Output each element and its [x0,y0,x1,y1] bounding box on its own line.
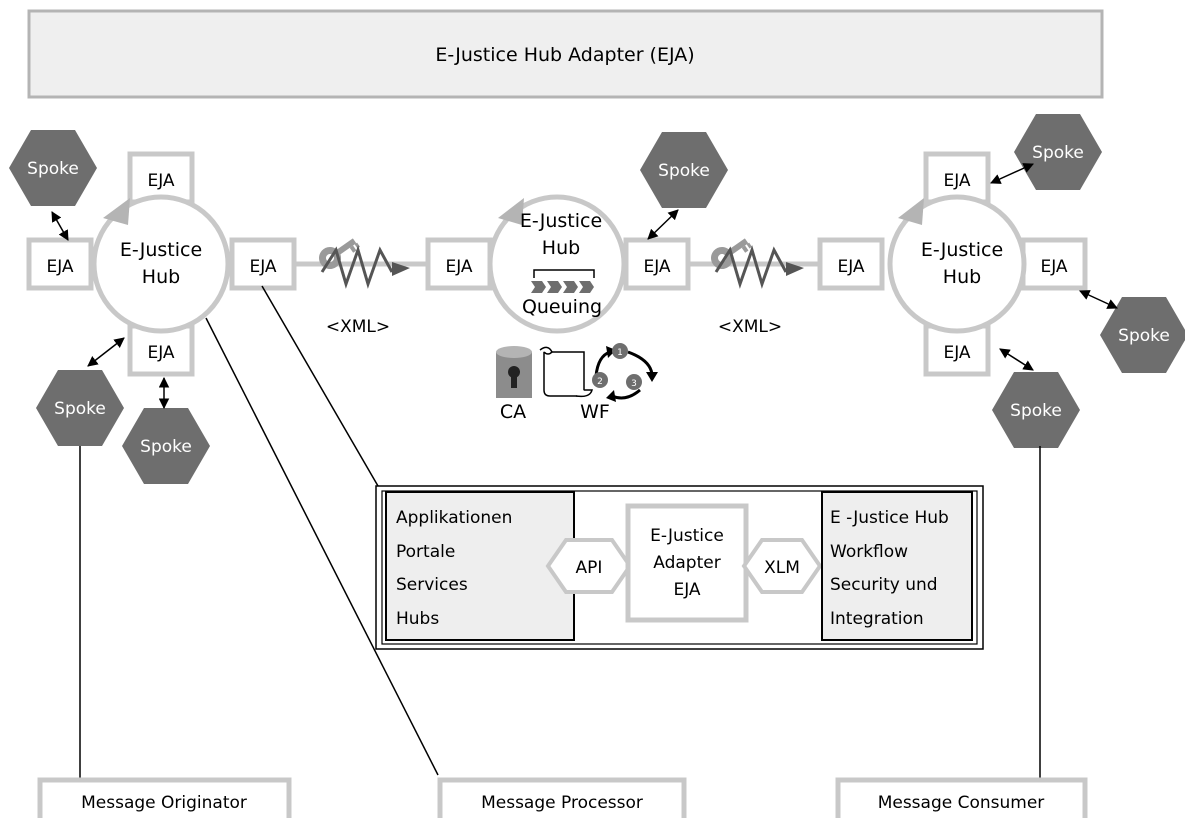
eja-port-right-left [817,237,885,291]
wf-label: WF [580,401,610,423]
spoke-left-top: Spoke [9,130,97,206]
detail-left-line: Portale [396,542,455,562]
spoke-label: Spoke [658,161,710,181]
detail-left-box [385,491,575,641]
rotation-arrow-icon [103,198,130,225]
spoke-right-bottom: Spoke [992,372,1080,448]
spoke-label: Spoke [1032,143,1084,163]
spoke-center-top: Spoke [640,132,728,208]
eja-label: EJA [643,257,670,277]
hub-circle [487,194,627,334]
role-label: Message Originator [81,793,247,813]
detail-right-box [821,491,973,641]
detail-left-line: Services [396,575,468,595]
scroll-icon [539,346,593,398]
detail-panel: Applikationen Portale Services Hubs API … [375,485,984,650]
spoke-label: Spoke [1118,326,1170,346]
workflow-step: 3 [631,379,637,389]
eja-label: EJA [249,257,276,277]
hub-circle [887,194,1027,334]
hub-right: EJA EJA EJA EJA E-Justice Hub [817,151,1088,377]
rotation-arrow-icon [498,198,524,225]
eja-label: EJA [1040,257,1067,277]
hub-label-line1: E-Justice [520,210,602,232]
spoke-arrows [51,163,1118,410]
spoke-left-lower: Spoke [122,408,210,484]
detail-right-line: Integration [830,609,924,629]
hub-center: EJA EJA E-Justice Hub Queuing [425,194,691,334]
hub-label-line2: Hub [943,266,981,288]
eja-label: EJA [147,171,174,191]
spoke-left-bottom: Spoke [36,370,124,446]
role-label: Message Consumer [878,793,1045,813]
role-consumer: Message Consumer [835,777,1088,818]
eja-port-left-bottom [127,323,195,377]
eja-label: EJA [837,257,864,277]
hub-left: EJA EJA EJA EJA E-Justice Hub [26,151,297,377]
banner-title: E-Justice Hub Adapter (EJA) [435,44,694,66]
hub-label-line2: Hub [542,237,580,259]
eja-label: EJA [943,171,970,191]
reference-lines [79,285,1041,780]
spoke-right-top: Spoke [1014,114,1102,190]
role-processor: Message Processor [437,777,687,818]
spoke-label: Spoke [140,437,192,457]
hub-circle [91,194,231,334]
spoke-right-side: Spoke [1100,297,1185,373]
api-label: API [576,558,603,578]
signal-key-icon-right [706,231,804,289]
detail-center-line: E-Justice [650,526,724,546]
hub-label-line1: E-Justice [921,239,1003,261]
eja-label: EJA [46,257,73,277]
xml-label-right: <XML> [718,317,782,337]
detail-center-line: EJA [673,580,700,600]
spoke-label: Spoke [1010,401,1062,421]
xlm-label: XLM [764,558,800,578]
detail-left-line: Hubs [396,609,439,629]
eja-label: EJA [147,343,174,363]
spoke-label: Spoke [54,399,106,419]
ca-label: CA [500,401,526,423]
detail-right-line: Security und [830,575,938,595]
rotation-arrow-icon [898,198,924,225]
xlm-double-arrow [741,538,823,594]
hub-label-line3: Queuing [522,296,602,318]
role-label: Message Processor [481,793,643,813]
detail-center-line: Adapter [653,553,720,573]
detail-left-line: Applikationen [396,508,512,528]
eja-label: EJA [943,343,970,363]
signal-key-icon-left [314,231,410,289]
eja-label: EJA [445,257,472,277]
role-originator: Message Originator [37,777,292,818]
database-lock-icon [496,346,532,398]
spoke-label: Spoke [27,159,79,179]
hub-label-line1: E-Justice [120,239,202,261]
detail-right-line: E -Justice Hub [830,508,949,528]
queue-icon [531,269,595,293]
workflow-step: 1 [617,348,623,358]
workflow-step: 2 [597,377,603,387]
eja-port-right-bottom [923,323,991,377]
hub-label-line2: Hub [142,266,180,288]
banner-box [27,9,1104,99]
workflow-cycle-icon: 1 2 3 [592,343,658,402]
detail-right-line: Workflow [830,542,908,562]
xml-label-left: <XML> [326,317,390,337]
detail-center-box [625,503,749,623]
